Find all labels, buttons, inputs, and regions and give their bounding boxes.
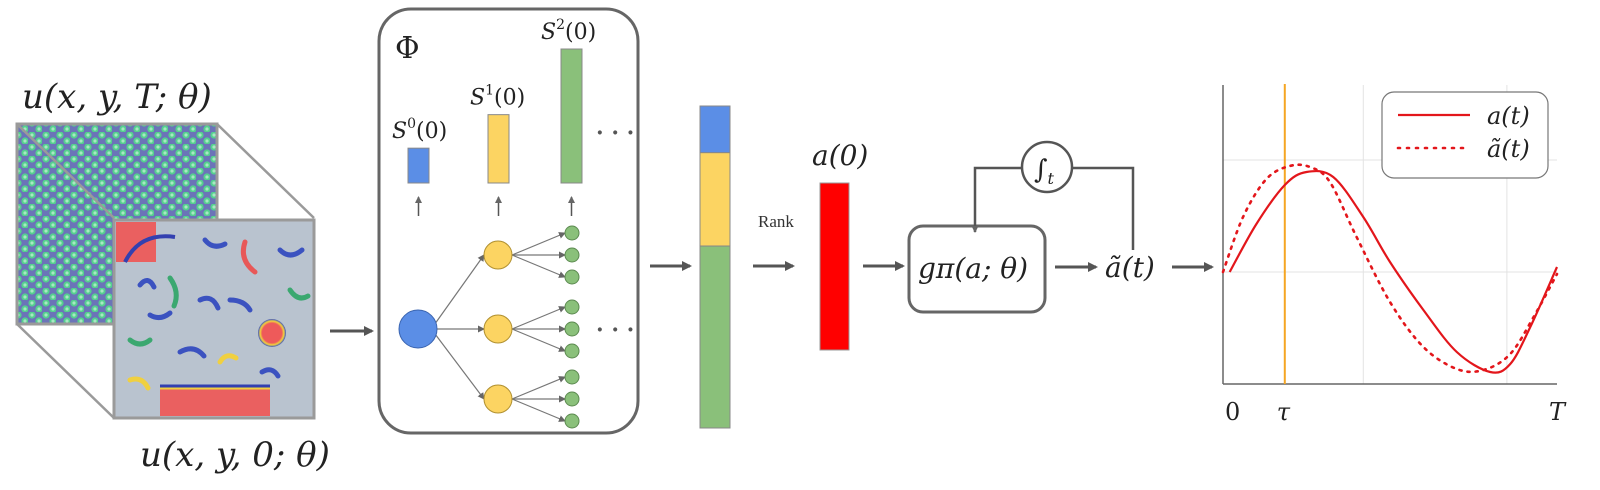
tree-node-order-2: [564, 369, 580, 385]
final-state-label: u(x, y, T; θ): [22, 77, 212, 117]
scattering-bar-label: S0(0): [392, 116, 447, 144]
tree-node-order-1: [483, 314, 513, 344]
perspective-line: [16, 123, 115, 219]
bars-ellipsis: · · ·: [596, 120, 634, 146]
feedback-line: [971, 166, 1023, 233]
reduced-vector-bar: [819, 182, 850, 351]
legend-box: [1381, 91, 1549, 179]
tree-edge: [511, 328, 566, 352]
initial-state-label: u(x, y, 0; θ): [140, 435, 330, 475]
tree-node-order-1: [483, 240, 513, 270]
x-tick-label: 0: [1225, 398, 1240, 426]
series-a-t: [1228, 169, 1559, 374]
rank-label: Rank: [758, 212, 794, 231]
tree-node-order-2: [564, 225, 580, 241]
series-a-tilde-t: [1221, 163, 1559, 374]
tree-ellipsis: · · ·: [596, 317, 634, 343]
tree-node-order-2: [564, 299, 580, 315]
scattering-tree: [398, 225, 580, 429]
scattering-bar-label: S2(0): [541, 17, 596, 45]
output-label: ã(t): [1105, 251, 1155, 284]
vector-segment-order-1: [699, 152, 731, 247]
legend-label: a(t): [1487, 102, 1530, 130]
scattering-bar-order-2: [560, 48, 583, 184]
tree-edge: [511, 306, 566, 330]
tree-edge: [511, 232, 566, 256]
chart-legend: a(t) ã(t): [1381, 91, 1549, 179]
feature-map-box: Φ S0(0) S1(0) S2(0) · · · · · ·: [377, 7, 640, 435]
perspective-line: [16, 323, 115, 419]
tree-edge: [430, 254, 485, 330]
scattering-bars: S0(0) S1(0) S2(0): [392, 17, 596, 216]
model-label: gπ(a; θ): [918, 252, 1028, 285]
field-snapshots: u(x, y, T; θ): [15, 77, 330, 475]
legend-label: ã(t): [1487, 135, 1530, 163]
reduced-vector-label: a(0): [812, 139, 868, 172]
integrator-label: ∫t: [1034, 155, 1055, 188]
tree-node-order-2: [564, 413, 580, 429]
x-tick-label: τ: [1277, 398, 1291, 426]
tree-edge: [511, 254, 566, 278]
integrator-node: [1020, 140, 1074, 194]
tree-edge: [430, 328, 485, 400]
tree-node-order-2: [564, 391, 580, 407]
trajectory-chart: 0 τ Ta(t) ã(t): [1221, 84, 1567, 426]
tree-node-order-2: [564, 247, 580, 263]
feedback-line: [1071, 166, 1135, 250]
dynamics-block: gπ(a; θ) ∫t ã(t): [907, 140, 1214, 314]
tree-node-order-2: [564, 269, 580, 285]
tree-node-order-2: [564, 343, 580, 359]
scattering-bar-order-0: [407, 147, 430, 184]
scattering-bar-label: S1(0): [470, 83, 525, 111]
phi-label: Φ: [395, 31, 420, 66]
tree-node-root: [398, 309, 438, 349]
tree-edge: [511, 376, 566, 400]
perspective-line: [216, 123, 315, 219]
tree-node-order-1: [483, 384, 513, 414]
vector-segment-order-0: [699, 105, 731, 154]
vector-segment-order-2: [699, 245, 731, 429]
scattering-bar-order-1: [487, 114, 510, 184]
tree-edge: [511, 398, 566, 422]
initial-state-pattern: [112, 218, 316, 420]
x-tick-label: T: [1549, 398, 1567, 426]
concatenated-feature-vector: [699, 105, 731, 429]
tree-node-order-2: [564, 321, 580, 337]
